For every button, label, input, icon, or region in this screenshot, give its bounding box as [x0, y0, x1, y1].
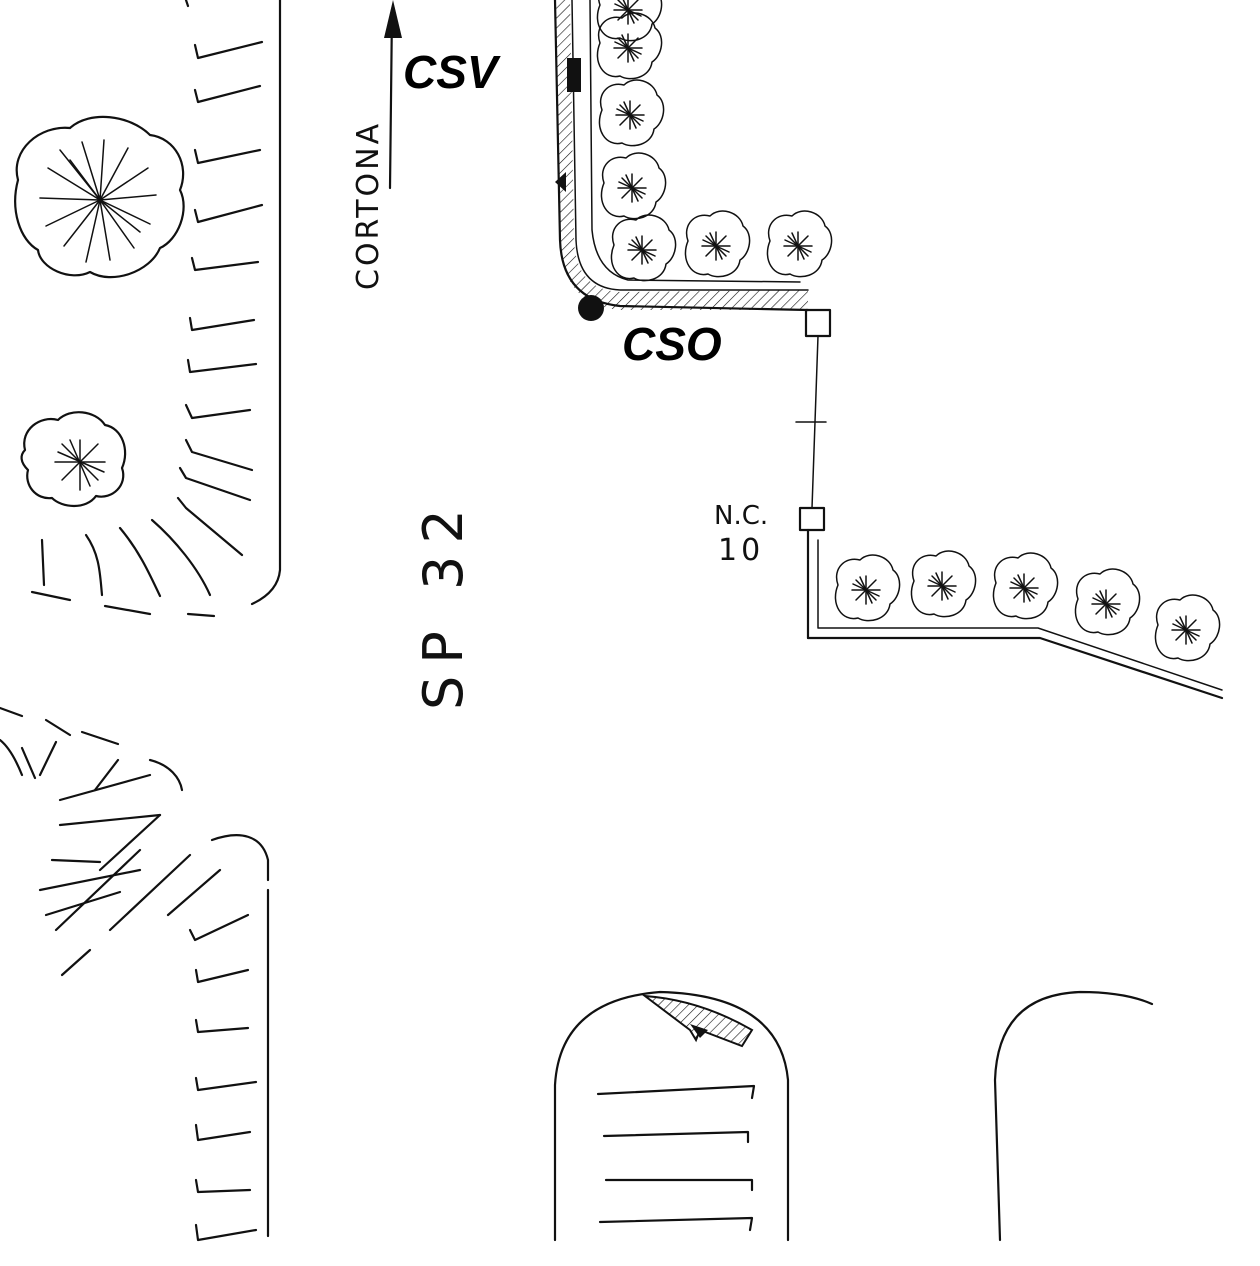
curb-corner [553, 0, 810, 312]
parking-stall-marks-lower [0, 706, 270, 1242]
left-upper-sidewalk [30, 0, 282, 618]
cso-label: CSO [622, 318, 722, 370]
direction-label: CORTONA [351, 121, 386, 290]
tree-icon [834, 554, 901, 622]
property-line [795, 308, 1224, 700]
tree-icon [610, 214, 677, 282]
csv-label: CSV [403, 46, 501, 98]
tree-icon [910, 550, 977, 618]
tree-icon [1074, 568, 1141, 636]
traffic-island-right [993, 990, 1154, 1242]
left-lower-sidewalk [0, 706, 270, 1242]
tree-icon [766, 210, 833, 278]
traffic-island-center [553, 990, 790, 1242]
tree-icon [992, 552, 1059, 620]
tree-icon [684, 210, 751, 278]
house-number-label: N.C. [714, 501, 768, 531]
tree-icon [600, 152, 667, 220]
point-marker-icon [578, 295, 604, 321]
tree-icon [1154, 594, 1221, 662]
rect-marker-icon [567, 58, 581, 92]
tree-icon [14, 115, 185, 279]
arrow-up-icon [384, 0, 402, 190]
house-number-value: 10 [718, 533, 764, 568]
tree-icon [596, 12, 663, 80]
tree-icon [598, 79, 665, 147]
parking-stall-marks-upper [30, 40, 264, 618]
tree-icon [20, 411, 127, 508]
road-label: SP 32 [412, 497, 475, 710]
